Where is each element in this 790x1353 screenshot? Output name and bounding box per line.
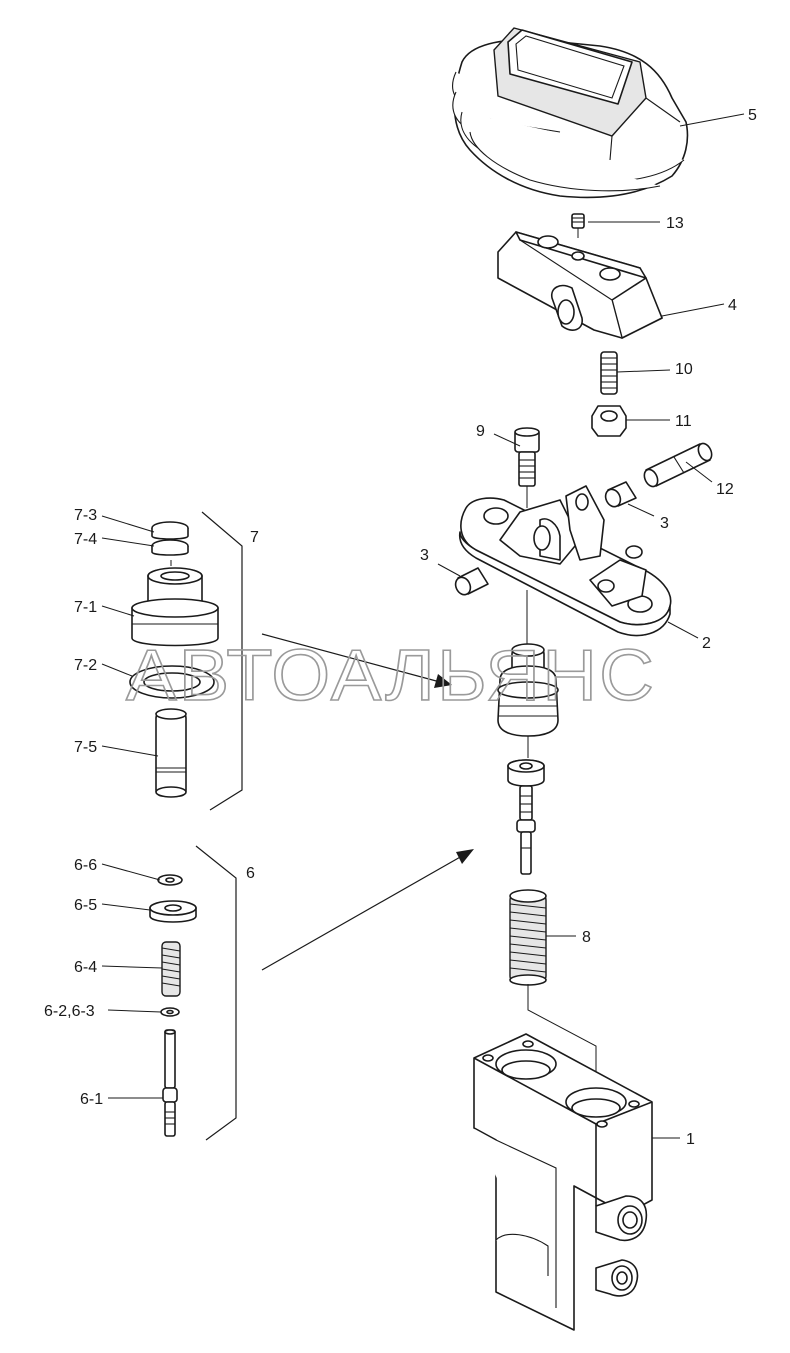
label-part-11: 11: [675, 413, 692, 430]
label-part-3-upper: 3: [660, 515, 669, 532]
leader-lines: [101, 113, 745, 1139]
part-6-4-spring: [161, 941, 181, 997]
part-6-2-6-3-ring: [160, 1007, 180, 1017]
bracket-assembly-6: [195, 845, 237, 1141]
label-part-9: 9: [476, 423, 485, 440]
part-3-bushing-upper: [604, 481, 637, 508]
label-part-8: 8: [582, 929, 591, 946]
bracket-assembly-7: [201, 511, 243, 811]
label-part-6-1: 6-1: [80, 1091, 103, 1108]
label-part-12: 12: [716, 481, 734, 498]
part-7-1-guide: [131, 567, 219, 647]
part-7-2-seal: [129, 665, 215, 699]
part-1-valve-body: [473, 984, 653, 1331]
label-part-7: 7: [250, 529, 259, 546]
label-part-3-lower: 3: [420, 547, 429, 564]
part-6-5-seat: [149, 900, 197, 923]
label-part-1: 1: [686, 1131, 695, 1148]
part-11-nut: [591, 405, 627, 437]
assembly-arrow-7: [261, 633, 452, 688]
part-7-4-ring: [151, 539, 189, 556]
rod-assembly-center: [507, 759, 545, 875]
assembly-arrow-6: [261, 849, 474, 971]
part-7-5-plunger: [155, 708, 187, 798]
label-part-7-1: 7-1: [74, 599, 97, 616]
label-part-6-6: 6-6: [74, 857, 97, 874]
label-part-10: 10: [675, 361, 693, 378]
part-13-set-screw: [571, 213, 585, 238]
part-7-3-ring: [151, 521, 189, 540]
label-part-7-5: 7-5: [74, 739, 97, 756]
part-4-lever-bracket: [497, 231, 663, 339]
part-9-cap-screw: [514, 427, 540, 508]
label-part-6-5: 6-5: [74, 897, 97, 914]
plunger-assembly-center: [497, 590, 559, 758]
part-6-1-rod: [162, 1029, 178, 1137]
label-part-6-2-6-3: 6-2,6-3: [44, 1003, 95, 1020]
label-part-7-4: 7-4: [74, 531, 97, 548]
label-part-6: 6: [246, 865, 255, 882]
watermark-text: АВТОАЛЬЯНС: [126, 636, 656, 716]
part-6-6-washer: [157, 874, 183, 886]
label-part-7-3: 7-3: [74, 507, 97, 524]
part-12-pin: [643, 442, 713, 488]
part-10-stud: [600, 351, 618, 395]
label-part-4: 4: [728, 297, 737, 314]
label-part-7-2: 7-2: [74, 657, 97, 674]
label-part-5: 5: [748, 107, 757, 124]
label-part-13: 13: [666, 215, 684, 232]
label-part-2: 2: [702, 635, 711, 652]
part-3-bushing-lower: [454, 567, 489, 596]
part-5-rubber-boot: [452, 27, 689, 199]
part-8-spring: [509, 889, 547, 986]
part-2-base-plate: [458, 485, 672, 637]
label-part-6-4: 6-4: [74, 959, 97, 976]
